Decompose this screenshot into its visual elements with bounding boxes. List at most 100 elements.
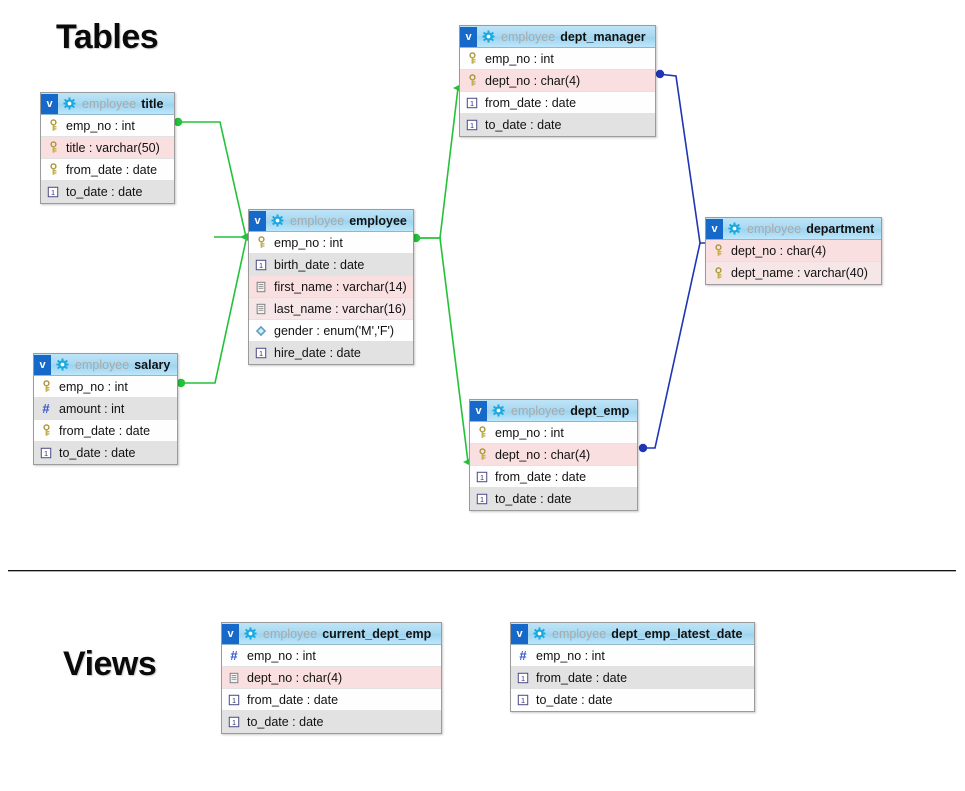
key-icon	[711, 244, 725, 258]
column-row[interactable]: # emp_no : int	[222, 645, 441, 667]
svg-text:1: 1	[44, 449, 48, 458]
svg-text:1: 1	[232, 695, 236, 704]
column-row[interactable]: last_name : varchar(16)	[249, 298, 413, 320]
column-row[interactable]: emp_no : int	[470, 422, 637, 444]
column-row[interactable]: 1 to_date : date	[470, 488, 637, 510]
key-icon	[465, 52, 479, 66]
column-row[interactable]: first_name : varchar(14)	[249, 276, 413, 298]
column-label: dept_no : char(4)	[485, 73, 581, 88]
column-label: from_date : date	[495, 469, 587, 484]
column-row[interactable]: emp_no : int	[249, 232, 413, 254]
entity-table-name: current_dept_emp	[322, 626, 432, 641]
date-icon: 1	[475, 492, 489, 506]
column-label: amount : int	[59, 401, 125, 416]
date-icon: 1	[516, 671, 530, 685]
entity-box-department[interactable]: v employee department dept_no : char(4) dept…	[705, 217, 882, 285]
column-label: dept_no : char(4)	[731, 243, 827, 258]
key-icon	[46, 163, 60, 177]
svg-text:1: 1	[480, 472, 484, 481]
column-row[interactable]: title : varchar(50)	[41, 137, 174, 159]
column-label: emp_no : int	[274, 235, 343, 250]
column-row[interactable]: from_date : date	[34, 420, 177, 442]
column-row[interactable]: dept_name : varchar(40)	[706, 262, 881, 284]
gear-icon	[531, 624, 547, 644]
text-icon	[254, 280, 268, 294]
date-icon: 1	[475, 470, 489, 484]
column-label: from_date : date	[536, 670, 628, 685]
column-label: hire_date : date	[274, 346, 361, 360]
hash-icon: #	[42, 401, 50, 416]
text-icon	[254, 302, 268, 316]
column-row[interactable]: emp_no : int	[34, 376, 177, 398]
column-row[interactable]: 1 from_date : date	[222, 689, 441, 711]
column-row[interactable]: emp_no : int	[460, 48, 655, 70]
column-label: dept_no : char(4)	[495, 447, 591, 462]
column-row[interactable]: emp_no : int	[41, 115, 174, 137]
svg-text:1: 1	[51, 188, 55, 197]
column-row[interactable]: dept_no : char(4)	[222, 667, 441, 689]
entity-table-name: department	[806, 221, 875, 236]
column-row[interactable]: 1 hire_date : date	[249, 342, 413, 364]
entity-table-name: title	[141, 96, 164, 111]
entity-schema-name: employee	[552, 626, 607, 641]
column-label: emp_no : int	[247, 648, 316, 663]
entity-table-name: salary	[134, 357, 171, 372]
entity-schema-name: employee	[747, 221, 802, 236]
svg-text:1: 1	[259, 349, 263, 358]
column-label: to_date : date	[495, 492, 572, 506]
gear-icon	[54, 355, 70, 375]
svg-text:1: 1	[232, 718, 236, 727]
date-icon: 1	[254, 346, 268, 360]
column-row[interactable]: 1 from_date : date	[470, 466, 637, 488]
column-row[interactable]: 1 to_date : date	[41, 181, 174, 203]
date-icon: 1	[227, 715, 241, 729]
column-label: to_date : date	[66, 185, 143, 199]
key-icon	[475, 448, 489, 462]
hash-icon: #	[519, 648, 527, 663]
column-row[interactable]: dept_no : char(4)	[460, 70, 655, 92]
gear-icon	[269, 211, 285, 231]
column-row[interactable]: # amount : int	[34, 398, 177, 420]
column-label: title : varchar(50)	[66, 140, 160, 155]
entity-header-department[interactable]: v employee department	[706, 218, 881, 240]
edge-dept-manager-department	[655, 69, 705, 244]
column-label: emp_no : int	[485, 51, 554, 66]
column-row[interactable]: from_date : date	[41, 159, 174, 181]
entity-table-name: dept_emp_latest_date	[611, 626, 743, 641]
key-icon	[475, 426, 489, 440]
edge-title-employee	[173, 117, 248, 241]
column-row[interactable]: #emp_no : int	[511, 645, 754, 667]
date-icon: 1	[465, 96, 479, 110]
hash-icon: #	[230, 648, 238, 663]
column-row[interactable]: dept_no : char(4)	[706, 240, 881, 262]
column-row[interactable]: gender : enum('M','F')	[249, 320, 413, 342]
key-icon	[39, 424, 53, 438]
view-badge-icon: v	[706, 218, 723, 239]
svg-text:1: 1	[480, 495, 484, 504]
entity-schema-name: employee	[75, 357, 130, 372]
column-row[interactable]: 1 from_date : date	[511, 667, 754, 689]
column-label: emp_no : int	[66, 118, 135, 133]
column-label: from_date : date	[247, 692, 339, 707]
column-row[interactable]: dept_no : char(4)	[470, 444, 637, 466]
